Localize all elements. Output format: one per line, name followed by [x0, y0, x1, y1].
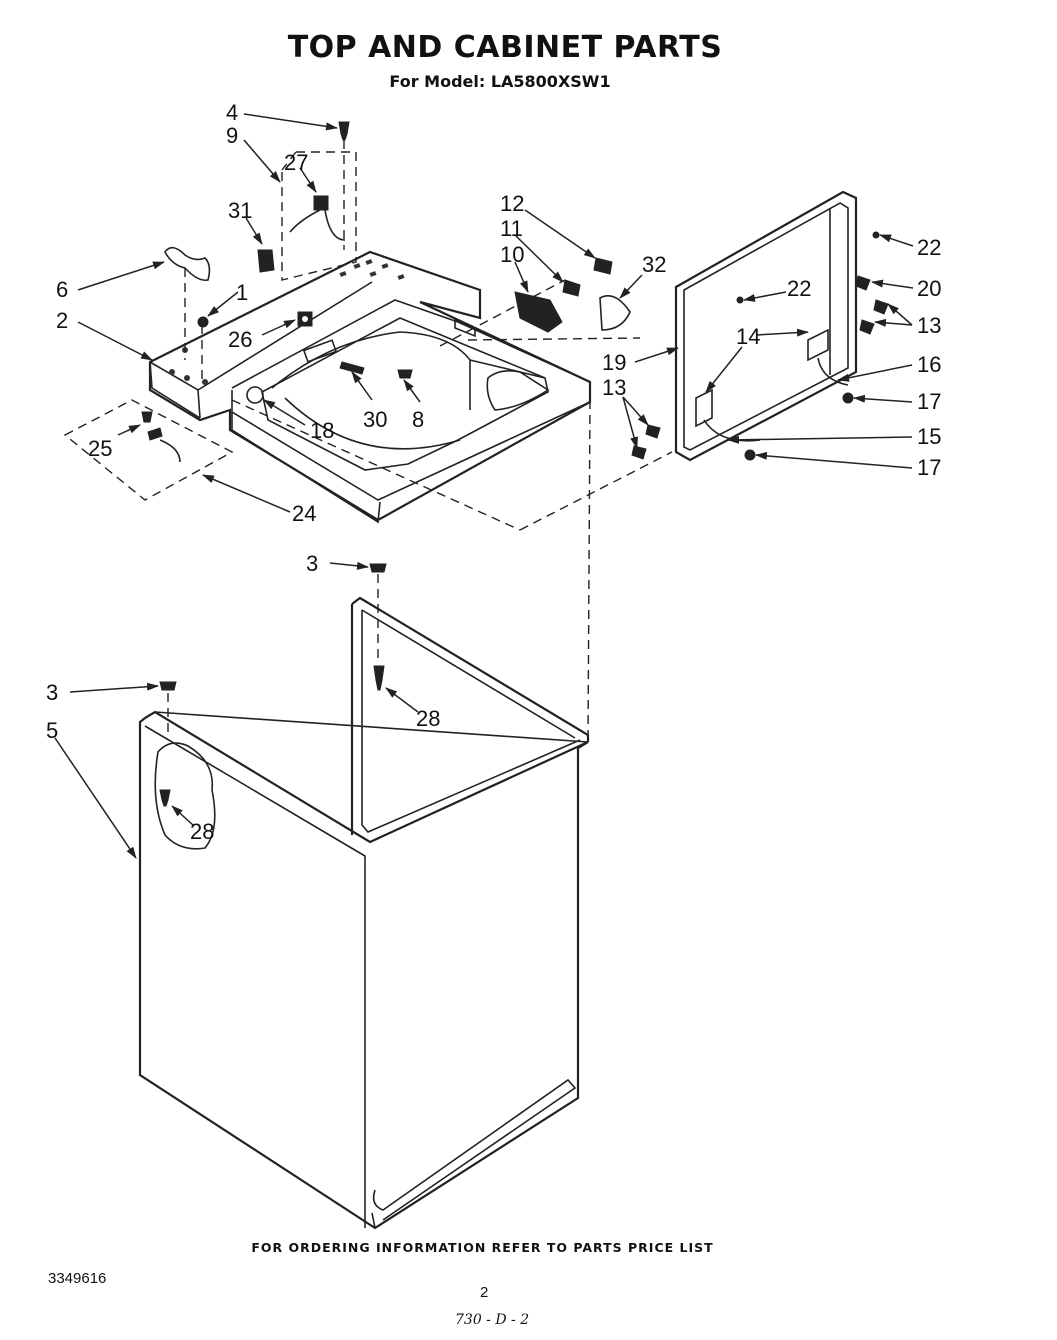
callout-6: 6: [56, 277, 68, 302]
callout-24: 24: [292, 501, 316, 526]
page-title: TOP AND CABINET PARTS: [287, 30, 723, 65]
callout-11: 11: [500, 216, 523, 241]
callout-18: 18: [310, 418, 334, 443]
handwritten-note: 730 - D - 2: [455, 1312, 530, 1328]
callout-1: 1: [236, 280, 248, 305]
callout-17-bottom: 17: [917, 455, 941, 480]
callout-labels: 4 9 27 31 6 1 2 26 25 24 18 30 8 12 11 1…: [46, 100, 941, 844]
callout-5: 5: [46, 718, 58, 743]
callout-19: 19: [602, 350, 626, 375]
callout-17-top: 17: [917, 389, 941, 414]
callout-12: 12: [500, 191, 524, 216]
callout-2: 2: [56, 308, 68, 333]
callout-22-mid: 22: [787, 276, 811, 301]
callout-10: 10: [500, 242, 524, 267]
callout-13-right: 13: [917, 313, 941, 338]
small-parts: [141, 121, 889, 463]
callout-13-left: 13: [602, 375, 626, 400]
callout-4: 4: [226, 100, 238, 125]
callout-16: 16: [917, 352, 941, 377]
callout-25: 25: [88, 436, 112, 461]
callout-20: 20: [917, 276, 941, 301]
callout-3-upper: 3: [306, 551, 318, 576]
callout-15: 15: [917, 424, 941, 449]
callout-3-lower: 3: [46, 680, 58, 705]
callout-32: 32: [642, 252, 666, 277]
callout-26: 26: [228, 327, 252, 352]
callout-leaders: [54, 113, 914, 859]
ordering-note: FOR ORDERING INFORMATION REFER TO PARTS …: [251, 1240, 714, 1255]
model-subtitle: For Model: LA5800XSW1: [389, 72, 611, 91]
callout-22-top: 22: [917, 235, 941, 260]
callout-14: 14: [736, 324, 760, 349]
callout-8: 8: [412, 407, 424, 432]
callout-28-upper: 28: [416, 706, 440, 731]
dashed-group-boxes: [63, 140, 673, 739]
washer-lid: [674, 190, 858, 462]
page-number: 2: [480, 1284, 489, 1301]
washer-top-assembly: [148, 250, 592, 524]
callout-27: 27: [284, 150, 308, 175]
callout-30: 30: [363, 407, 387, 432]
callout-9: 9: [226, 123, 238, 148]
callout-31: 31: [228, 198, 252, 223]
washer-cabinet: [138, 563, 590, 1230]
document-number: 3349616: [48, 1270, 107, 1287]
callout-28-lower: 28: [190, 819, 214, 844]
